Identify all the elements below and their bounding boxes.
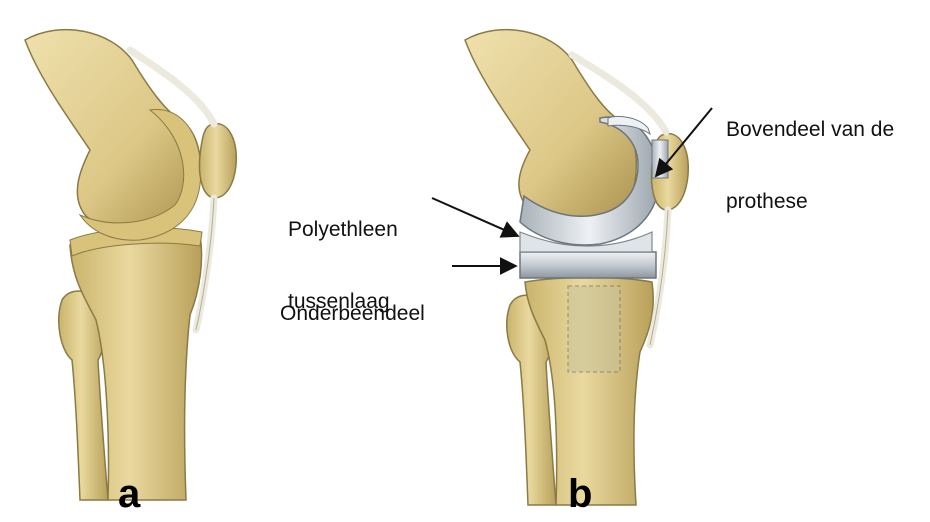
femur-b: [465, 30, 636, 226]
label-lower-part-line1: Onderbeendeel: [280, 302, 425, 326]
tibial-stem: [568, 286, 620, 372]
label-polyethylene-line1: Polyethleen: [288, 218, 398, 242]
arrow-polyethylene: [432, 198, 518, 236]
panel-letter-b: b: [568, 474, 592, 514]
patella-a: [200, 124, 237, 198]
tibial-tray: [520, 252, 656, 278]
panel-b-knee: [465, 30, 688, 505]
panel-a-knee: [25, 30, 236, 500]
label-upper-part: Bovendeel van de prothese: [726, 70, 894, 262]
label-lower-part: Onderbeendeel: [280, 254, 425, 374]
label-upper-part-line1: Bovendeel van de: [726, 118, 894, 142]
panel-letter-a: a: [118, 474, 140, 514]
label-upper-part-line2: prothese: [726, 190, 894, 214]
